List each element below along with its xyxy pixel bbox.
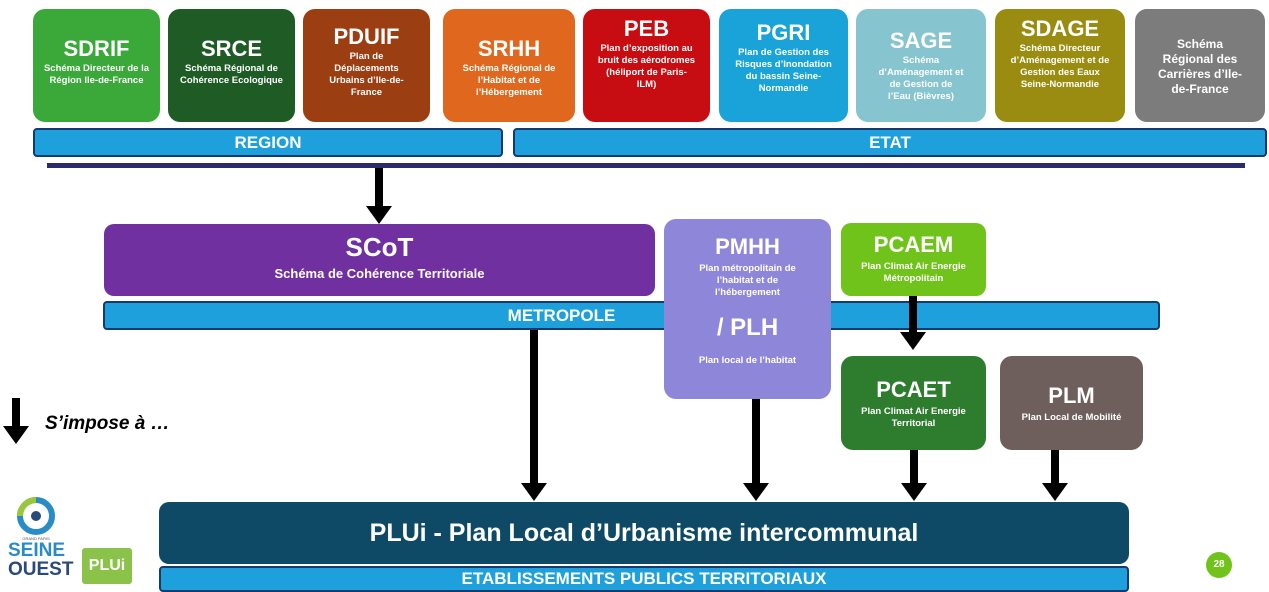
box-srce-abbr: SRCE — [200, 36, 263, 61]
box-plm-abbr: PLM — [1048, 383, 1095, 408]
box-sdrif-full: Schéma Directeur de la Région Ile-de-Fra… — [43, 63, 150, 86]
box-sage-abbr: SAGE — [889, 28, 953, 53]
ept-bar: ETABLISSEMENTS PUBLICS TERRITORIAUX — [159, 566, 1129, 592]
arrow-pcaet-to-plui — [901, 450, 927, 501]
box-scot: SCoT Schéma de Cohérence Territoriale — [104, 224, 655, 296]
seine-ouest-small: GRAND PARIS — [22, 536, 50, 541]
box-pduif: PDUIF Plan de Déplacements Urbains d’Ile… — [303, 9, 430, 122]
box-pmhh: PMHH Plan métropolitain de l’habitat et … — [664, 219, 831, 399]
box-pcaet-abbr: PCAET — [876, 377, 951, 402]
box-sdrif: SDRIF Schéma Directeur de la Région Ile-… — [33, 9, 160, 122]
seine-ouest-line2: OUEST — [8, 559, 74, 580]
box-sdage-full: Schéma Directeur d’Aménagement et de Ges… — [1010, 43, 1110, 90]
box-pcaet-full: Plan Climat Air Energie Territorial — [861, 406, 966, 429]
box-plh-abbr: / PLH — [716, 314, 779, 341]
box-pcaem: PCAEM Plan Climat Air Energie Métropolit… — [841, 223, 986, 296]
box-peb-abbr: PEB — [623, 16, 670, 41]
box-srhh: SRHH Schéma Régional de l’Habitat et de … — [443, 9, 575, 122]
legend-arrow — [3, 398, 29, 444]
box-srhh-abbr: SRHH — [477, 36, 541, 61]
metropole-bar: METROPOLE — [103, 301, 1160, 330]
box-pmhh-full: Plan métropolitain de l’habitat et de l’… — [699, 263, 796, 298]
separator-line — [47, 163, 1245, 168]
arrow-plm-to-plui — [1042, 450, 1068, 501]
box-plm: PLM Plan Local de Mobilité — [1000, 356, 1143, 450]
box-sage-full: Schéma d’Aménagement et de Gestion de l’… — [878, 55, 964, 102]
seine-ouest-emblem-icon — [17, 497, 55, 535]
box-srhh-full: Schéma Régional de l’Habitat et de l’Héb… — [462, 63, 556, 98]
box-pduif-abbr: PDUIF — [333, 24, 400, 49]
box-scot-abbr: SCoT — [345, 232, 414, 262]
box-plm-full: Plan Local de Mobilité — [1021, 412, 1122, 423]
seine-ouest-line1: SEINE — [8, 540, 66, 561]
box-pmhh-abbr: PMHH — [715, 234, 780, 259]
box-peb: PEB Plan d’exposition au bruit des aérod… — [583, 9, 710, 122]
box-plui-label: PLUi - Plan Local d’Urbanisme intercommu… — [369, 519, 919, 547]
page-number: 28 — [1206, 552, 1232, 578]
arrow-scot-to-plui — [521, 330, 547, 501]
box-pgri-full: Plan de Gestion des Risques d’Inondation… — [735, 47, 832, 94]
box-pcaem-full: Plan Climat Air Energie Métropolitain — [861, 261, 966, 284]
box-pduif-full: Plan de Déplacements Urbains d’Ile-de-Fr… — [329, 51, 404, 98]
box-srce-full: Schéma Régional de Cohérence Ecologique — [180, 63, 283, 86]
arrow-to-scot — [366, 168, 392, 224]
box-srcarrieres: Schéma Régional des Carrières d’Ile-de-F… — [1135, 9, 1265, 122]
box-sdrif-abbr: SDRIF — [63, 36, 130, 61]
box-sdage-abbr: SDAGE — [1020, 16, 1100, 41]
box-pcaem-abbr: PCAEM — [873, 232, 954, 257]
box-pcaet: PCAET Plan Climat Air Energie Territoria… — [841, 356, 986, 450]
plui-logo: PLUi — [82, 548, 132, 584]
box-scot-full: Schéma de Cohérence Territoriale — [274, 266, 485, 281]
box-sdage: SDAGE Schéma Directeur d’Aménagement et … — [995, 9, 1125, 122]
region-bar: REGION — [33, 128, 503, 157]
box-srce: SRCE Schéma Régional de Cohérence Ecolog… — [168, 9, 295, 122]
box-srcarrieres-full: Schéma Régional des Carrières d’Ile-de-F… — [1157, 37, 1243, 96]
box-pgri: PGRI Plan de Gestion des Risques d’Inond… — [719, 9, 848, 122]
box-peb-full: Plan d’exposition au bruit des aérodrome… — [597, 43, 696, 90]
arrow-pmhh-to-plui — [743, 399, 769, 501]
etat-bar: ETAT — [513, 128, 1267, 157]
box-pgri-abbr: PGRI — [756, 20, 811, 45]
arrow-pcaem-to-pcaet — [900, 296, 926, 350]
box-plh-full: Plan local de l’habitat — [698, 355, 797, 366]
legend-text: S’impose à … — [45, 413, 170, 434]
box-plui: PLUi - Plan Local d’Urbanisme intercommu… — [159, 502, 1129, 564]
seine-ouest-logo: GRAND PARIS SEINE OUEST — [8, 496, 74, 588]
box-sage: SAGE Schéma d’Aménagement et de Gestion … — [856, 9, 986, 122]
